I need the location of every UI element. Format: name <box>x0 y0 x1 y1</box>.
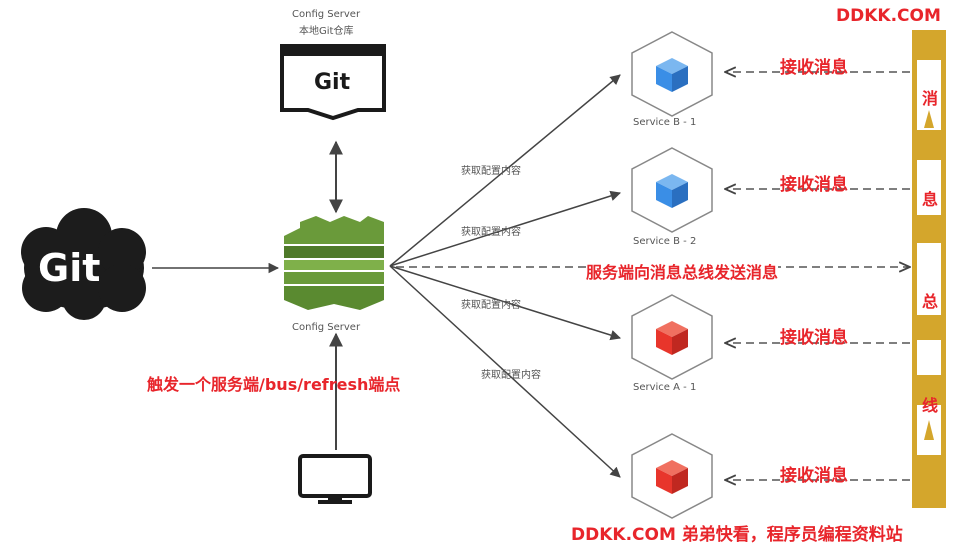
service-node-a2 <box>631 433 713 519</box>
trigger-label: 触发一个服务端/bus/refresh端点 <box>147 375 401 394</box>
fetch-arrow-a1 <box>389 265 622 341</box>
fetch-label-4: 获取配置内容 <box>481 370 541 381</box>
monitor-icon <box>298 454 372 504</box>
fetch-label-1: 获取配置内容 <box>461 166 521 177</box>
watermark-top: DDKK.COM <box>836 6 941 26</box>
config-server-label: Config Server <box>292 322 361 333</box>
receive-label-a1: 接收消息 <box>780 328 848 348</box>
service-label-b1: Service B - 1 <box>633 117 697 128</box>
receive-label-b1: 接收消息 <box>780 58 848 78</box>
broadcast-label: 服务端向消息总线发送消息 <box>586 259 779 283</box>
fetch-arrow-b1 <box>389 74 621 267</box>
fetch-label-2: 获取配置内容 <box>461 227 521 238</box>
bus-char-3: 总 <box>921 292 938 311</box>
config-server-icon <box>284 216 384 310</box>
watermark-bottom: DDKK.COM 弟弟快看，程序员编程资料站 <box>571 520 903 545</box>
bus-char-4: 线 <box>921 396 938 415</box>
receive-label-a2: 接收消息 <box>780 466 848 486</box>
service-label-b2: Service B - 2 <box>633 236 697 247</box>
service-node-a1 <box>631 294 713 380</box>
repo-subtitle: 本地Git仓库 <box>299 26 354 37</box>
service-label-a1: Service A - 1 <box>633 382 697 393</box>
service-node-b1 <box>631 31 713 117</box>
bus-char-1: 消 <box>921 89 938 108</box>
repo-title: Config Server <box>292 9 361 20</box>
bus-char-2: 息 <box>921 190 938 209</box>
service-node-b2 <box>631 147 713 233</box>
fetch-label-3: 获取配置内容 <box>461 300 521 311</box>
git-repository-icon <box>280 44 386 121</box>
fetch-arrow-b2 <box>389 190 622 267</box>
receive-label-b2: 接收消息 <box>780 175 848 195</box>
git-cloud-icon <box>21 208 146 320</box>
repo-git-label: Git <box>314 70 351 95</box>
git-cloud-label: Git <box>38 246 101 290</box>
fetch-arrow-a2 <box>389 265 621 478</box>
message-bus <box>912 30 946 508</box>
